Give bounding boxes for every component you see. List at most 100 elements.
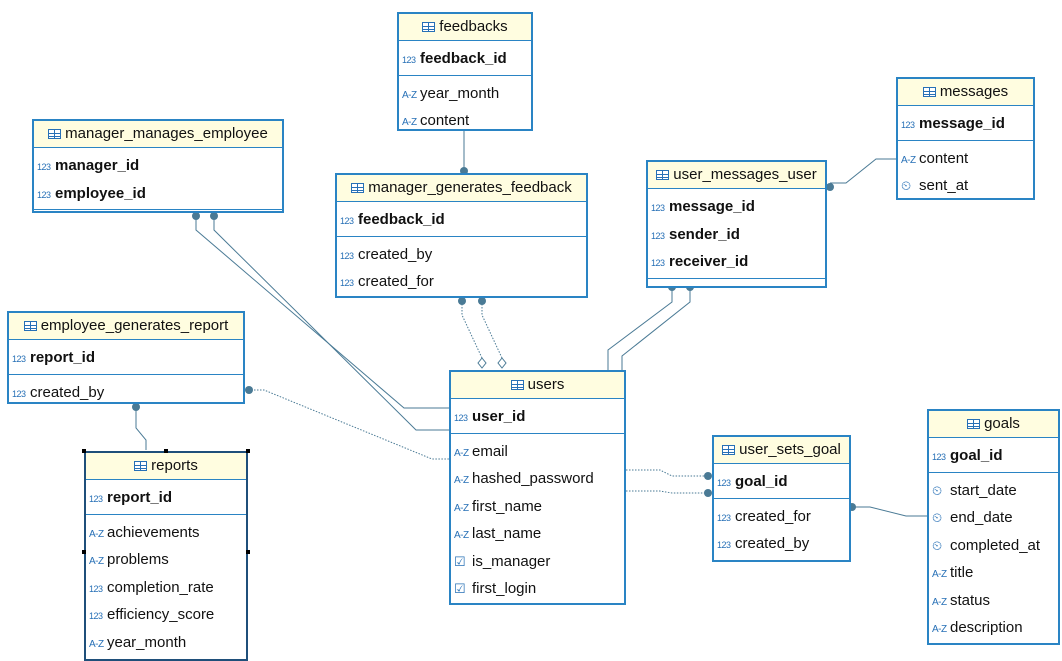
link-endpoint bbox=[210, 212, 218, 220]
number-type-icon: 123 bbox=[651, 230, 665, 241]
column-name: sender_id bbox=[669, 225, 740, 243]
column-name: end_date bbox=[950, 509, 1013, 526]
column-start-date[interactable]: ⏲start_date bbox=[929, 477, 1058, 505]
text-type-icon: A-Z bbox=[932, 569, 947, 580]
number-type-icon: 123 bbox=[932, 452, 946, 462]
selection-handle[interactable] bbox=[164, 449, 168, 453]
entity-title[interactable]: feedbacks bbox=[399, 14, 531, 41]
column-name: report_id bbox=[107, 489, 173, 506]
link-endpoint bbox=[245, 386, 253, 394]
entity-title[interactable]: manager_generates_feedback bbox=[337, 175, 586, 202]
table-icon bbox=[922, 87, 936, 97]
checkbox-icon: ☑ bbox=[454, 553, 466, 569]
column-name: message_id bbox=[669, 198, 755, 215]
link-diamond bbox=[477, 357, 487, 369]
selection-handle[interactable] bbox=[246, 449, 250, 453]
entity-title[interactable]: employee_generates_report bbox=[9, 313, 243, 340]
column-end-date[interactable]: ⏲end_date bbox=[929, 504, 1058, 532]
column-name: manager_id bbox=[55, 157, 140, 174]
column-completed-at[interactable]: ⏲completed_at bbox=[929, 532, 1058, 560]
clock-icon: ⏲ bbox=[901, 178, 911, 193]
column-sender-id[interactable]: 123 sender_id bbox=[648, 221, 825, 249]
column-name: year_month bbox=[107, 633, 187, 651]
entity-title[interactable]: user_sets_goal bbox=[714, 437, 849, 464]
text-type-icon: A-Z bbox=[932, 624, 947, 635]
entity-title[interactable]: users bbox=[451, 372, 624, 399]
link-umu-users-2 bbox=[621, 287, 691, 372]
selection-handle[interactable] bbox=[82, 449, 86, 453]
column-is-manager[interactable]: ☑ is_manager bbox=[451, 548, 624, 576]
selection-handle[interactable] bbox=[82, 550, 86, 554]
entity-title-text: user_sets_goal bbox=[739, 441, 841, 458]
column-name: content bbox=[919, 149, 969, 167]
entity-title-text: manager_generates_feedback bbox=[368, 179, 572, 196]
text-type-icon: A-Z bbox=[89, 638, 104, 650]
column-name: employee_id bbox=[55, 184, 146, 202]
entity-title[interactable]: reports bbox=[86, 453, 246, 480]
number-type-icon: 123 bbox=[717, 512, 731, 523]
number-type-icon: 123 bbox=[12, 388, 26, 399]
column-first-login[interactable]: ☑first_login bbox=[451, 575, 624, 603]
column-name: is_manager bbox=[472, 552, 551, 570]
link-messages-umu bbox=[830, 158, 897, 184]
column-name: feedback_id bbox=[358, 211, 445, 228]
entity-title-text: goals bbox=[984, 415, 1020, 432]
column-name: status bbox=[950, 591, 991, 609]
selection-handle[interactable] bbox=[246, 550, 250, 554]
entity-title[interactable]: goals bbox=[929, 411, 1058, 438]
column-name: completion_rate bbox=[107, 578, 214, 596]
entity-title[interactable]: user_messages_user bbox=[648, 162, 825, 189]
entity-title[interactable]: manager_manages_employee bbox=[34, 121, 282, 148]
column-name: efficiency_score bbox=[107, 606, 215, 623]
column-name: goal_id bbox=[735, 473, 788, 490]
column-sent-at[interactable]: ⏲sent_at bbox=[898, 172, 1033, 200]
entity-title[interactable]: messages bbox=[898, 79, 1033, 106]
link-umu-users-1 bbox=[607, 287, 673, 372]
